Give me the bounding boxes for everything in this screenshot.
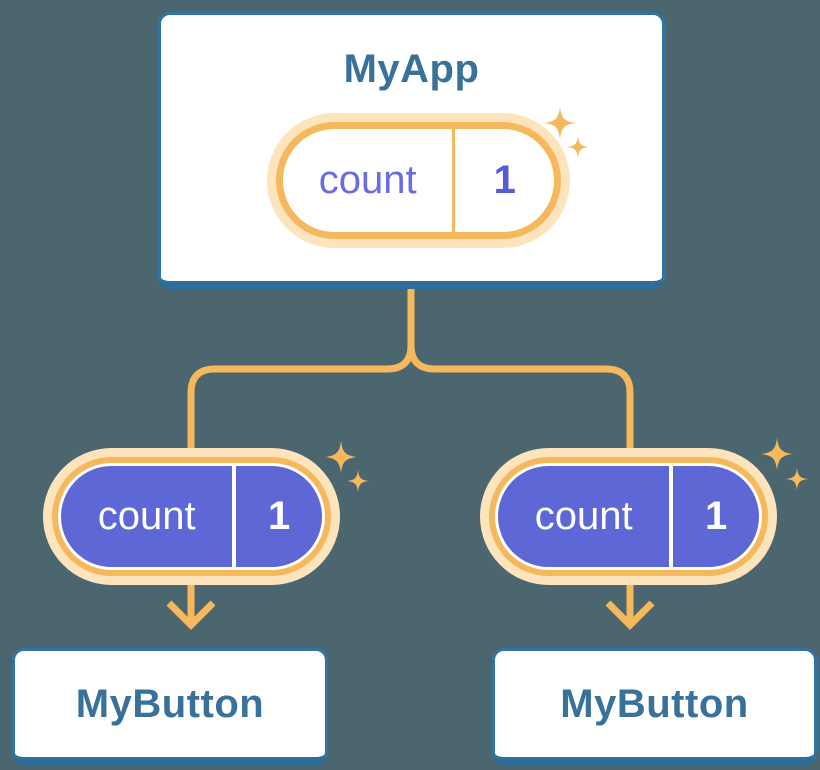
arrow-down-icon-left [166, 600, 216, 630]
pill-divider [669, 466, 674, 567]
pill-divider [452, 129, 456, 232]
state-name: count [318, 158, 417, 202]
sparkle-icon [325, 441, 369, 492]
prop-name: count [534, 494, 633, 538]
prop-name: count [97, 494, 196, 538]
sparkle-icon [761, 438, 808, 490]
connector-branch-right [407, 287, 634, 455]
pill-ring: count 1 [276, 122, 561, 239]
component-card-mybutton-right: MyButton [492, 648, 817, 765]
prop-pill-left: count 1 [43, 448, 340, 585]
component-card-myapp: MyApp count 1 [158, 12, 665, 289]
arrow-down-icon-right [605, 600, 655, 630]
component-title-mybutton: MyButton [75, 682, 265, 726]
prop-pill-right: count 1 [480, 448, 777, 585]
pill-body: count 1 [283, 129, 554, 232]
state-value: 1 [493, 158, 516, 202]
component-title-myapp: MyApp [343, 47, 480, 91]
prop-value: 1 [705, 494, 728, 538]
pill-ring: count 1 [52, 457, 331, 576]
sparkle-icon [544, 107, 589, 158]
component-title-mybutton: MyButton [560, 682, 749, 726]
pill-body: count 1 [58, 463, 325, 570]
component-card-mybutton-left: MyButton [12, 648, 328, 765]
pill-divider [232, 466, 237, 567]
connector-branch-left [187, 287, 415, 455]
state-pill-myapp: count 1 [267, 113, 570, 248]
prop-value: 1 [268, 494, 291, 538]
pill-body: count 1 [495, 463, 762, 570]
pill-ring: count 1 [489, 457, 768, 576]
